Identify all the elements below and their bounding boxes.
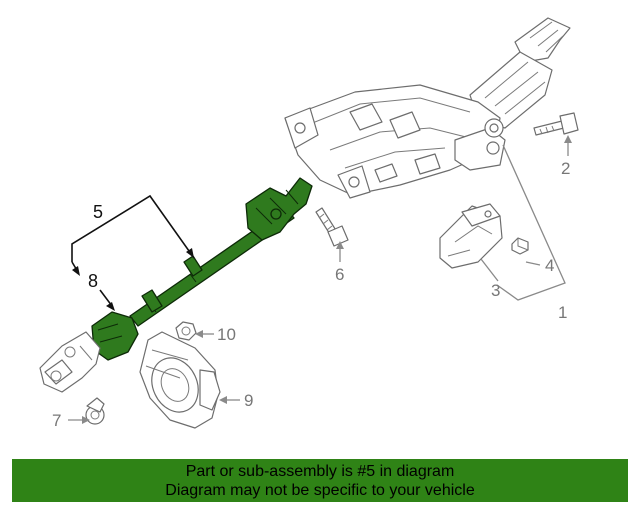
callout-10: 10	[217, 325, 236, 344]
callout-6: 6	[335, 265, 344, 284]
bracket-part-3	[439, 203, 503, 269]
intermediate-shaft-highlighted	[91, 177, 313, 361]
parts-diagram: 1 2 3 4 5 6 7 8 9 10	[39, 17, 579, 430]
banner-line-2: Diagram may not be specific to your vehi…	[165, 482, 475, 499]
callout-1: 1	[558, 303, 567, 322]
screw-part-4	[511, 237, 529, 255]
callout-8: 8	[88, 271, 98, 291]
nut-part-10	[175, 321, 197, 341]
banner-line-1: Part or sub-assembly is #5 in diagram	[185, 463, 455, 480]
callout-5: 5	[93, 202, 103, 222]
boot-seal-part-9	[139, 331, 221, 429]
callout-2: 2	[561, 159, 570, 178]
callout-7: 7	[52, 411, 61, 430]
callout-9: 9	[244, 391, 253, 410]
callout-3: 3	[491, 281, 500, 300]
steering-column-housing	[284, 17, 571, 199]
callout-4: 4	[545, 256, 554, 275]
bolt-part-7	[85, 397, 105, 425]
bolt-part-2	[533, 112, 579, 136]
lower-yoke	[39, 331, 101, 393]
bolt-part-6	[315, 207, 349, 247]
callout-labels: 1 2 3 4 5 6 7 8 9 10	[52, 159, 570, 430]
info-banner: Part or sub-assembly is #5 in diagram Di…	[12, 459, 628, 502]
leader-lines	[68, 135, 572, 424]
